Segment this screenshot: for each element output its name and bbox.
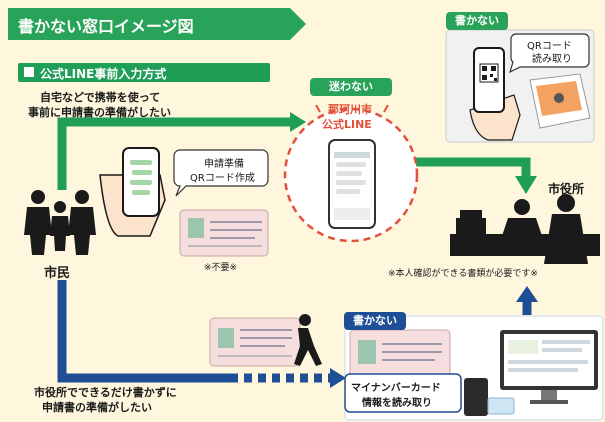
line-to-cityhall-arrow bbox=[396, 157, 531, 178]
monitor-icon bbox=[500, 330, 598, 404]
section-bar bbox=[18, 63, 270, 82]
qr-bubble-line2: 読み取り bbox=[532, 54, 572, 65]
qr-scanner-device bbox=[529, 73, 591, 129]
walking-person-icon bbox=[294, 314, 322, 366]
bottom-route-text-line1: 市役所でできるだけ書かずに bbox=[34, 386, 177, 399]
line-official-line1: 那珂川市 bbox=[328, 103, 372, 116]
bottom-route-arrowhead bbox=[330, 368, 346, 388]
qr-bubble-line1: QRコード bbox=[527, 41, 572, 52]
mynumber-card-bottom bbox=[209, 317, 301, 367]
id-document-note: ※本人確認ができる書類が必要です※ bbox=[388, 269, 538, 279]
cityhall-up-arrowhead bbox=[516, 286, 538, 302]
top-route-text-line2: 事前に申請書の準備がしたい bbox=[28, 106, 171, 119]
kakanai-badge-top: 書かない bbox=[446, 12, 508, 30]
kakanai-badge-bottom: 書かない bbox=[344, 312, 406, 330]
phone-bubble-line1: 申請準備 bbox=[204, 159, 244, 170]
header-title: 書かない窓口イメージ図 bbox=[18, 17, 194, 36]
bottom-route-arrow bbox=[57, 280, 230, 383]
city-hall-label: 市役所 bbox=[548, 182, 585, 196]
line-app-phone bbox=[328, 139, 376, 229]
mynumber-card-top bbox=[179, 209, 269, 257]
header-ribbon bbox=[8, 8, 306, 40]
mayowanai-badge: 迷わない bbox=[310, 78, 392, 96]
resident-label: 市民 bbox=[44, 266, 71, 281]
top-route-arrowhead bbox=[290, 112, 306, 132]
accent-dash-left bbox=[315, 104, 321, 113]
hand-phone-illustration bbox=[99, 147, 166, 237]
card-note: ※不要※ bbox=[204, 263, 238, 273]
section-label: 公式LINE事前入力方式 bbox=[40, 67, 167, 81]
line-to-cityhall-arrowhead bbox=[515, 176, 537, 194]
accent-dash-right bbox=[383, 104, 389, 113]
top-route-text-line1: 自宅などで携帯を使って bbox=[40, 91, 161, 104]
qr-phone-illustration bbox=[469, 47, 521, 141]
top-route-arrow bbox=[57, 117, 290, 190]
panel-card-photo bbox=[358, 340, 376, 364]
line-official-line2: 公式LINE bbox=[322, 118, 372, 131]
mynumber-read-box bbox=[344, 373, 462, 413]
cityhall-counter-illustration bbox=[450, 194, 600, 264]
mynumber-box-line2: 情報を読み取り bbox=[362, 398, 432, 409]
bottom-route-text-line2: 申請書の準備がしたい bbox=[42, 401, 152, 414]
section-square-icon bbox=[24, 67, 34, 77]
mynumber-box-line1: マイナンバーカード bbox=[351, 383, 441, 394]
phone-bubble-line2: QRコード作成 bbox=[190, 173, 255, 184]
qr-speech-bubble bbox=[509, 33, 590, 74]
citizens-family-icon bbox=[24, 190, 96, 255]
card-reader-device bbox=[464, 378, 515, 416]
phone-speech-bubble bbox=[173, 149, 269, 197]
